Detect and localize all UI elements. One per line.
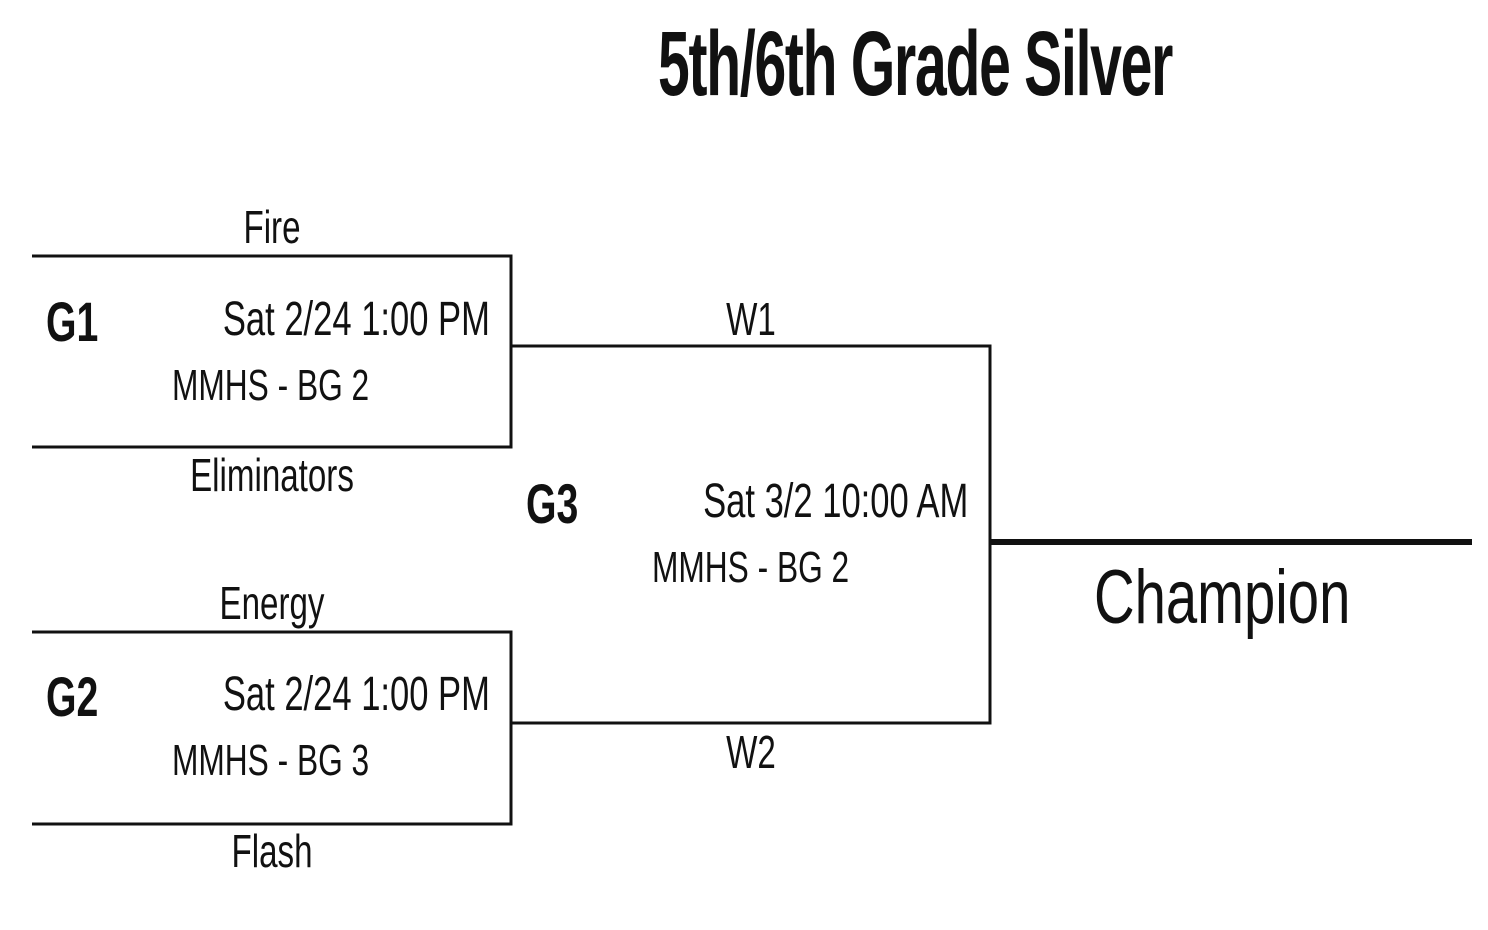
g3-game-id: G3 — [526, 472, 579, 535]
champion-label: Champion — [1094, 555, 1351, 640]
g2-location: MMHS - BG 3 — [172, 736, 370, 785]
g1-team-top: Fire — [243, 201, 301, 253]
g1-team-bottom: Eliminators — [190, 449, 354, 501]
g1-game-id: G1 — [46, 290, 99, 353]
g3-bracket-line — [511, 344, 992, 725]
g3-datetime: Sat 3/2 10:00 AM — [702, 475, 968, 528]
g3-location: MMHS - BG 2 — [652, 543, 850, 592]
g1-bracket-line — [32, 254, 513, 449]
g1-location: MMHS - BG 2 — [172, 361, 370, 410]
g2-bracket-line — [32, 630, 513, 826]
g2-team-bottom: Flash — [231, 825, 313, 877]
g1-datetime: Sat 2/24 1:00 PM — [222, 293, 490, 346]
g3-team-bottom: W2 — [726, 726, 776, 778]
g2-game-id: G2 — [46, 665, 99, 728]
bracket-title: 5th/6th Grade Silver — [658, 13, 1173, 115]
g2-team-top: Energy — [219, 577, 325, 629]
g3-team-top: W1 — [726, 293, 776, 345]
g2-datetime: Sat 2/24 1:00 PM — [222, 668, 490, 721]
